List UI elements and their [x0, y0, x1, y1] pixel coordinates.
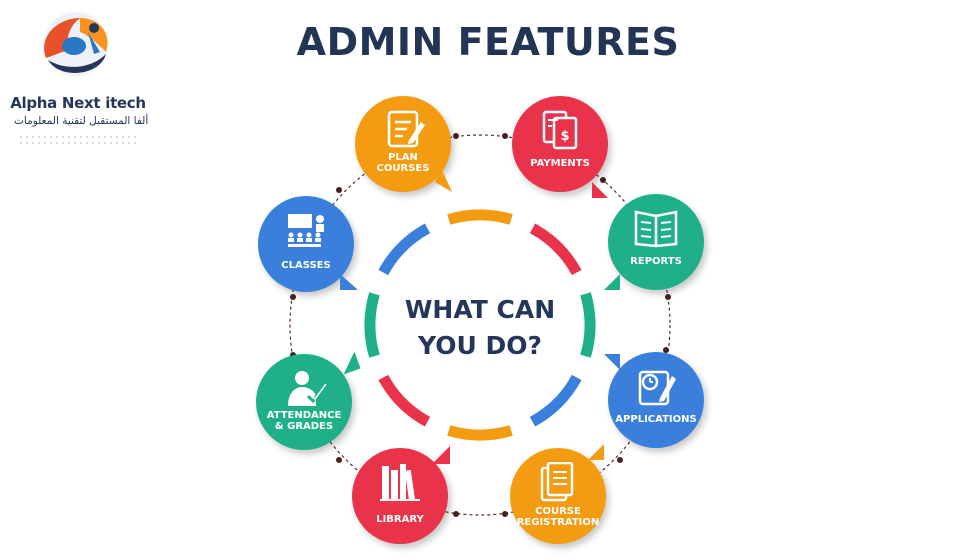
feature-plan-courses: PLAN COURSES: [355, 96, 460, 193]
library-icon: [380, 464, 420, 501]
feature-label-line-1: COURSE: [535, 506, 581, 517]
feature-label-line-1: LIBRARY: [376, 514, 424, 525]
arc-red-top: [529, 223, 582, 276]
classes-icon: [288, 214, 324, 247]
bubble-tail: [340, 274, 358, 290]
feature-label-line-2: COURSES: [376, 163, 430, 174]
bubble-tail: [432, 446, 450, 464]
feature-label-line-1: REPORTS: [630, 256, 682, 267]
feature-label-line-1: CLASSES: [281, 260, 331, 271]
feature-classes: CLASSES: [258, 196, 358, 292]
plan-icon: [387, 110, 425, 148]
arc-orange-top: [447, 209, 513, 225]
connector-nodes: [290, 133, 671, 517]
arc-blue-left: [378, 223, 431, 276]
registration-icon: [540, 462, 574, 502]
arc-blue-right: [529, 374, 582, 427]
feature-library: LIBRARY: [352, 446, 450, 544]
feature-label-line-2: & GRADES: [274, 421, 334, 432]
bubble-tail: [592, 182, 608, 198]
payments-icon: $: [542, 110, 578, 150]
feature-reports: REPORTS: [604, 194, 704, 290]
feature-label-line-1: APPLICATIONS: [615, 414, 697, 425]
feature-label-line-1: ATTENDANCE: [266, 410, 342, 421]
logo-name: Alpha Next itech: [10, 94, 146, 112]
attendance-icon: [288, 371, 327, 406]
arc-green-right: [580, 292, 596, 358]
arc-red-bottom: [378, 374, 431, 427]
company-logo: Alpha Next itech ألفا المستقبل لتقنية ال…: [8, 6, 149, 148]
page-title: ADMIN FEATURES: [296, 20, 680, 64]
logo-tagline: ألفا المستقبل لتقنية المعلومات: [14, 115, 149, 127]
feature-label-line-1: PLAN: [388, 152, 418, 163]
feature-applications: APPLICATIONS: [604, 352, 704, 448]
reports-icon: [634, 210, 678, 248]
bubble-tail: [604, 354, 620, 370]
feature-course-registration: COURSE REGISTRATION: [510, 444, 606, 544]
bubble-tail: [604, 274, 620, 290]
center-ring: [364, 209, 596, 441]
center-line-2: YOU DO?: [418, 331, 542, 360]
feature-label-line-2: REGISTRATION: [516, 517, 600, 528]
arc-orange-bottom: [447, 425, 513, 441]
feature-payments: $ PAYMENTS: [512, 96, 608, 198]
arc-green-left: [364, 292, 380, 358]
applications-icon: [638, 370, 676, 406]
logo-emblem-icon: [44, 12, 108, 76]
center-line-1: WHAT CAN: [404, 295, 556, 324]
feature-attendance-grades: ATTENDANCE & GRADES: [256, 351, 361, 450]
svg-text:$: $: [560, 129, 569, 144]
feature-label-line-1: PAYMENTS: [530, 158, 590, 169]
bubble-tail: [588, 444, 604, 460]
connector-ring: [289, 134, 671, 516]
logo-dots-decoration: [18, 134, 138, 148]
center-question: WHAT CAN YOU DO?: [370, 292, 590, 364]
